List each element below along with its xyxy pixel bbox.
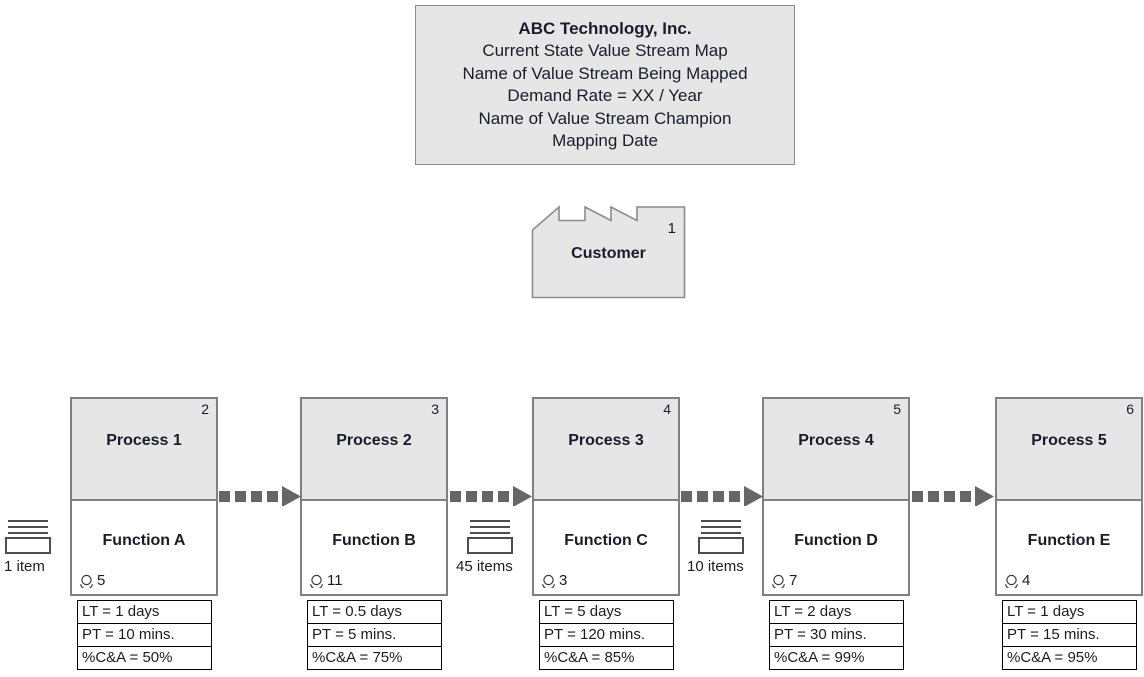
process-box-2[interactable]: 3 Process 2 Function B 11 [300,397,448,596]
process-header-1: 2 Process 1 [72,399,216,501]
process-name-5: Process 5 [1031,432,1107,449]
push-arrow-icon [219,486,301,506]
push-arrow-1-2 [219,486,301,506]
title-line-mapping-date: Mapping Date [552,131,658,150]
process-body-3: Function C 3 [534,501,678,594]
inventory-icon [5,520,51,554]
process-header-5: 6 Process 5 [997,399,1141,501]
operator-icon [772,574,785,588]
complete-accurate-1: %C&A = 50% [82,649,173,666]
process-name-2: Process 2 [336,432,412,449]
data-box-4: LT = 2 days PT = 30 mins. %C&A = 99% [769,600,904,670]
inventory-label-2: 45 items [456,558,513,575]
title-line-map-type: Current State Value Stream Map [482,41,728,60]
operator-group-3: 3 [541,572,567,589]
inventory-2[interactable]: 45 items [456,518,514,575]
function-name-2: Function B [332,532,416,549]
push-arrow-icon [912,486,994,506]
operator-count-3: 3 [559,572,568,589]
process-body-4: Function D 7 [764,501,908,594]
process-number-4: 5 [893,401,901,417]
push-arrow-2-3 [450,486,532,506]
factory-icon [531,205,686,299]
title-line-stream-name: Name of Value Stream Being Mapped [462,63,748,83]
operator-icon [310,574,323,588]
function-name-4: Function D [794,532,878,549]
inventory-icon [698,520,744,554]
operator-group-4: 7 [771,572,797,589]
process-header-4: 5 Process 4 [764,399,908,501]
process-box-3[interactable]: 4 Process 3 Function C 3 [532,397,680,596]
inventory-icon-wrap [4,518,52,556]
push-arrow-4-5 [912,486,994,506]
process-number-1: 2 [201,401,209,417]
process-box-4[interactable]: 5 Process 4 Function D 7 [762,397,910,596]
function-name-5: Function E [1027,532,1111,549]
inventory-1[interactable]: 1 item [4,518,52,575]
lead-time-3: LT = 5 days [540,601,673,624]
customer-number: 1 [667,220,676,237]
customer-node[interactable]: 1 Customer [531,203,686,299]
process-number-2: 3 [431,401,439,417]
push-arrow-icon [681,486,763,506]
process-box-5[interactable]: 6 Process 5 Function E 4 [995,397,1143,596]
operator-count-5: 4 [1022,572,1031,589]
inventory-icon [467,520,513,554]
operator-count-4: 7 [789,572,798,589]
data-box-5: LT = 1 days PT = 15 mins. %C&A = 95% [1002,600,1137,670]
title-block: ABC Technology, Inc. Current State Value… [415,5,795,165]
lead-time-2: LT = 0.5 days [308,601,441,624]
push-arrow-icon [450,486,532,506]
customer-label: Customer [571,245,646,262]
function-name-3: Function C [564,532,648,549]
operator-group-5: 4 [1004,572,1030,589]
lead-time-5: LT = 1 days [1003,601,1136,624]
data-box-2: LT = 0.5 days PT = 5 mins. %C&A = 75% [307,600,442,670]
title-line-company: ABC Technology, Inc. [518,18,692,38]
data-box-1: LT = 1 days PT = 10 mins. %C&A = 50% [77,600,212,670]
lead-time-4: LT = 2 days [770,601,903,624]
title-line-champion: Name of Value Stream Champion [478,108,732,128]
title-line-demand-rate: Demand Rate = XX / Year [507,86,703,105]
complete-accurate-5: %C&A = 95% [1007,649,1098,666]
inventory-label-1: 1 item [4,558,45,575]
operator-icon [1005,574,1018,588]
operator-count-2: 11 [327,572,343,589]
process-body-1: Function A 5 [72,501,216,594]
operator-icon [80,574,93,588]
complete-accurate-3: %C&A = 85% [544,649,635,666]
process-number-5: 6 [1126,401,1134,417]
inventory-icon-wrap [697,518,745,556]
push-arrow-3-4 [681,486,763,506]
process-box-1[interactable]: 2 Process 1 Function A 5 [70,397,218,596]
operator-group-1: 5 [79,572,105,589]
process-name-4: Process 4 [798,432,874,449]
process-time-2: PT = 5 mins. [308,624,441,647]
process-number-3: 4 [663,401,671,417]
process-name-1: Process 1 [106,432,182,449]
data-box-3: LT = 5 days PT = 120 mins. %C&A = 85% [539,600,674,670]
inventory-label-3: 10 items [687,558,744,575]
process-body-5: Function E 4 [997,501,1141,594]
process-header-3: 4 Process 3 [534,399,678,501]
function-name-1: Function A [102,532,186,549]
inventory-3[interactable]: 10 items [687,518,745,575]
process-time-4: PT = 30 mins. [770,624,903,647]
inventory-icon-wrap [466,518,514,556]
process-time-3: PT = 120 mins. [540,624,673,647]
process-name-3: Process 3 [568,432,644,449]
complete-accurate-2: %C&A = 75% [312,649,403,666]
process-header-2: 3 Process 2 [302,399,446,501]
process-time-5: PT = 15 mins. [1003,624,1136,647]
complete-accurate-4: %C&A = 99% [774,649,865,666]
operator-count-1: 5 [97,572,106,589]
lead-time-1: LT = 1 days [78,601,211,624]
operator-group-2: 11 [309,572,343,589]
process-body-2: Function B 11 [302,501,446,594]
operator-icon [542,574,555,588]
process-time-1: PT = 10 mins. [78,624,211,647]
